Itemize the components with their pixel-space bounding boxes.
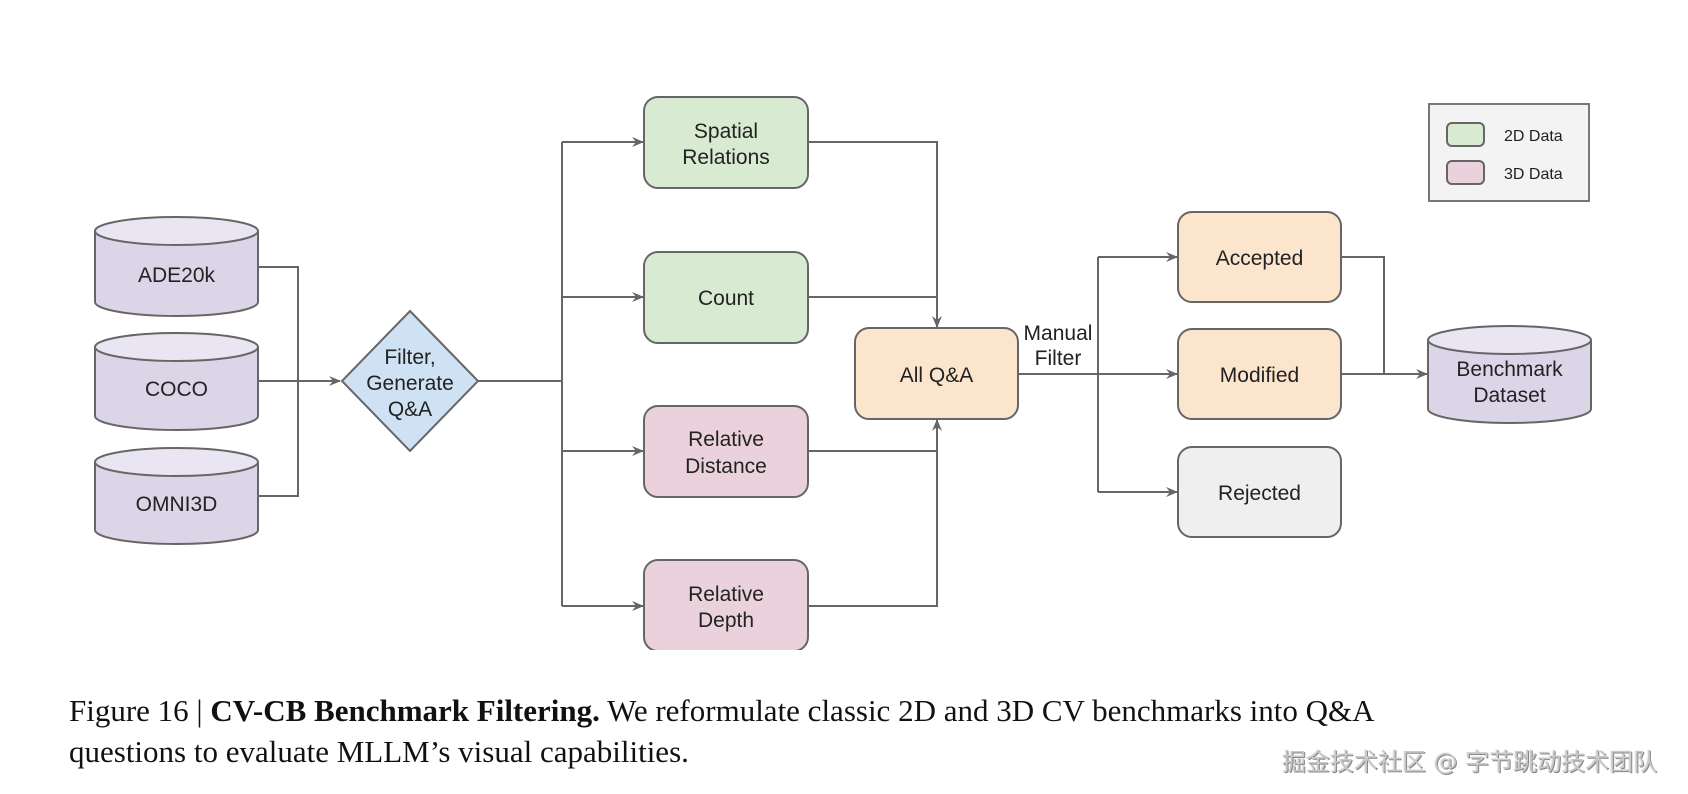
filter-generate-node: Filter, Generate Q&A <box>340 309 480 453</box>
legend-label-2d: 2D Data <box>1504 128 1563 145</box>
task-line: Relations <box>682 146 770 169</box>
task-relative-distance: Relative Distance <box>643 405 809 498</box>
source-ade20k: ADE20k <box>94 216 259 317</box>
task-relative-depth: Relative Depth <box>643 559 809 650</box>
all-qa-label: All Q&A <box>900 364 974 387</box>
source-label: ADE20k <box>138 264 216 287</box>
source-label: OMNI3D <box>136 493 218 516</box>
figure-caption: Figure 16 | CV-CB Benchmark Filtering. W… <box>69 690 1669 772</box>
source-omni3d: OMNI3D <box>94 447 259 545</box>
outcome-label: Rejected <box>1218 482 1301 505</box>
edge-label-line: Manual <box>1024 322 1093 345</box>
edge-accepted-out <box>1341 256 1385 374</box>
benchmark-dataset: Benchmark Dataset <box>1427 325 1592 424</box>
task-line: Relative <box>688 583 764 606</box>
legend-swatch-2d <box>1446 122 1485 147</box>
legend: 2D Data 3D Data <box>1428 103 1590 202</box>
task-line: Spatial <box>694 120 758 143</box>
filter-line-2: Generate <box>366 372 454 395</box>
task-count: Count <box>643 251 809 344</box>
outcome-accepted: Accepted <box>1177 211 1342 303</box>
all-qa-node: All Q&A <box>854 327 1019 420</box>
edge-omni3d <box>258 381 299 497</box>
outcome-modified: Modified <box>1177 328 1342 420</box>
task-spatial-relations: Spatial Relations <box>643 96 809 189</box>
legend-label-3d: 3D Data <box>1504 166 1563 183</box>
watermark: 掘金技术社区 @ 字节跳动技术团队 <box>1282 748 1658 776</box>
outcome-label: Accepted <box>1216 247 1304 270</box>
task-line: Distance <box>685 455 767 478</box>
edge-label-line: Filter <box>1035 347 1082 370</box>
caption-line-2: questions to evaluate MLLM’s visual capa… <box>69 734 689 769</box>
edge-depth-out <box>808 419 942 607</box>
task-line: Count <box>698 287 754 310</box>
outcome-label: Modified <box>1220 364 1299 387</box>
source-coco: COCO <box>94 332 259 431</box>
dataset-line: Benchmark <box>1456 358 1563 381</box>
caption-prefix: Figure 16 | <box>69 693 211 728</box>
flow-diagram: ADE20k COCO OMNI3D Filter, Generate Q&A … <box>94 96 1592 650</box>
manual-filter-label: Manual Filter <box>1024 322 1093 370</box>
dataset-line: Dataset <box>1473 384 1546 407</box>
filter-line-3: Q&A <box>388 398 432 421</box>
connectors <box>258 137 1428 611</box>
source-label: COCO <box>145 378 208 401</box>
filter-line-1: Filter, <box>384 346 435 369</box>
outcome-rejected: Rejected <box>1177 446 1342 538</box>
caption-title: CV-CB Benchmark Filtering. <box>210 693 600 728</box>
edge-ade20k <box>258 266 299 381</box>
task-line: Relative <box>688 428 764 451</box>
legend-swatch-3d <box>1446 160 1485 185</box>
caption-line-1: Figure 16 | CV-CB Benchmark Filtering. W… <box>69 690 1669 731</box>
task-line: Depth <box>698 609 754 632</box>
edge-spatial-out <box>808 141 942 328</box>
caption-text: We reformulate classic 2D and 3D CV benc… <box>599 693 1375 728</box>
